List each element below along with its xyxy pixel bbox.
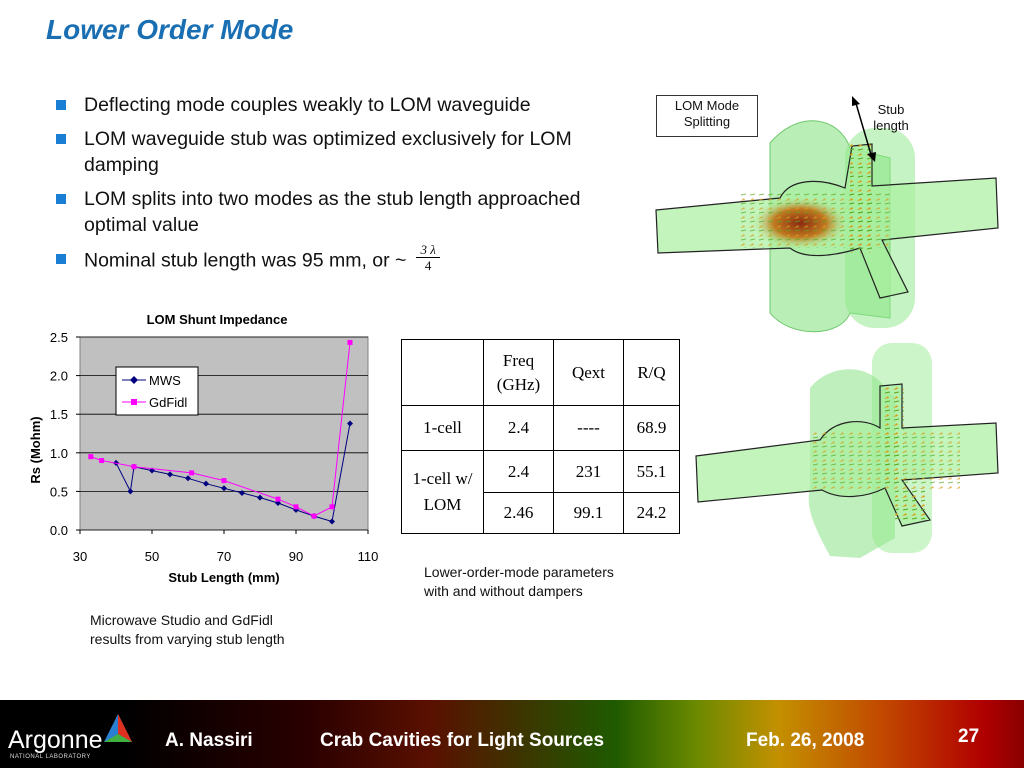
data-point-mws <box>329 518 335 525</box>
table-row: 1-cell 2.4 ---- 68.9 <box>401 405 680 451</box>
slide-title: Lower Order Mode <box>46 14 294 45</box>
cavity-model-images <box>655 96 999 558</box>
bullet-item: LOM splits into two modes as the stub le… <box>56 186 596 238</box>
bullet-item: Deflecting mode couples weakly to LOM wa… <box>56 92 596 118</box>
diamond-marker-icon <box>130 376 138 384</box>
stub-length-callout: Stub length <box>873 102 909 133</box>
footer-bar: Argonne NATIONAL LABORATORY A. Nassiri C… <box>0 700 1024 768</box>
table-header-cell: R/Q <box>623 339 680 406</box>
y-axis-label: Rs (Mohm) <box>28 416 43 483</box>
chart-legend <box>115 366 199 416</box>
bullet-item: LOM waveguide stub was optimized exclusi… <box>56 126 596 178</box>
table-header-cell: Qext <box>553 339 624 406</box>
data-point-mws <box>257 494 263 501</box>
table-header-cell <box>401 339 484 406</box>
data-point-gdfidl <box>293 504 299 510</box>
cavity-model-top <box>655 96 999 333</box>
x-tick-label: 90 <box>289 549 303 564</box>
data-point-mws <box>185 475 191 482</box>
data-point-mws <box>167 471 173 478</box>
y-tick-label: 2.0 <box>50 369 68 384</box>
bullet-square-icon <box>56 254 66 264</box>
y-tick-label: 1.5 <box>50 407 68 422</box>
y-tick-label: 0.0 <box>50 523 68 538</box>
legend-entry-mws: MWS <box>122 373 181 388</box>
table-cell: 2.46 <box>483 492 554 534</box>
x-axis-label: Stub Length (mm) <box>168 570 279 585</box>
bullet-square-icon <box>56 134 66 144</box>
data-point-gdfidl <box>189 470 195 476</box>
x-tick-label: 70 <box>217 549 231 564</box>
chart-caption: Microwave Studio and GdFidl results from… <box>90 612 285 647</box>
table-cell: 55.1 <box>623 450 680 493</box>
cavity-model-bottom <box>695 343 999 558</box>
table-row: 2.46 99.1 24.2 <box>402 492 680 534</box>
footer-author: A. Nassiri <box>165 730 253 751</box>
x-axis-ticks: 30 50 70 90 110 <box>73 530 379 564</box>
bullet-square-icon <box>56 100 66 110</box>
x-tick-label: 50 <box>145 549 159 564</box>
table-cell: 24.2 <box>623 492 680 534</box>
page-number: 27 <box>958 726 980 747</box>
data-point-mws <box>239 489 245 496</box>
data-series <box>88 339 353 525</box>
data-point-mws <box>347 420 353 427</box>
fraction-denominator: 4 <box>424 258 432 273</box>
plot-area <box>79 336 369 531</box>
legend-entry-gdfidl: GdFidl <box>122 395 187 410</box>
table-row: 1-cell w/ LOM 2.4 231 55.1 <box>401 450 680 534</box>
data-point-gdfidl <box>275 496 281 502</box>
data-point-gdfidl <box>131 464 137 470</box>
argonne-logo: Argonne NATIONAL LABORATORY <box>8 714 138 764</box>
data-point-mws <box>293 506 299 513</box>
table-cell: ---- <box>553 405 624 451</box>
y-tick-label: 1.0 <box>50 446 68 461</box>
data-point-gdfidl <box>99 458 105 464</box>
lom-mode-splitting-callout: LOM Mode Splitting <box>656 95 758 137</box>
table-caption: Lower-order-mode parameters with and wit… <box>424 564 614 599</box>
legend-label-gdfidl: GdFidl <box>149 395 187 410</box>
legend-label-mws: MWS <box>149 373 181 388</box>
fraction-numerator: 3 λ <box>416 242 440 258</box>
table-row-label: 1-cell w/ LOM <box>401 450 484 534</box>
data-point-gdfidl <box>221 478 227 484</box>
table-cell: 231 <box>553 450 624 493</box>
data-point-mws <box>221 485 227 492</box>
table-cell: 2.4 <box>483 405 554 451</box>
y-axis-ticks: 0.0 0.5 1.0 1.5 2.0 2.5 <box>50 330 80 538</box>
argonne-triangle-logo-icon <box>104 714 132 742</box>
data-point-gdfidl <box>347 339 353 345</box>
data-point-gdfidl <box>311 513 317 519</box>
shunt-impedance-chart: LOM Shunt Impedance 0.0 0.5 1.0 1.5 2.0 2.5 3… <box>28 312 379 585</box>
data-point-gdfidl <box>329 504 335 510</box>
bullet-list: Deflecting mode couples weakly to LOM wa… <box>56 92 596 285</box>
table-row-label: 1-cell <box>401 405 484 451</box>
data-point-mws <box>203 480 209 487</box>
table-cell: 2.4 <box>483 450 554 493</box>
table-header-cell: Freq (GHz) <box>483 339 554 406</box>
footer-date: Feb. 26, 2008 <box>746 730 865 751</box>
data-point-gdfidl <box>88 454 94 460</box>
table-cell: 99.1 <box>553 492 624 534</box>
data-point-mws <box>275 499 281 506</box>
y-tick-label: 0.5 <box>50 484 68 499</box>
bullet-square-icon <box>56 194 66 204</box>
lom-parameter-table: Freq (GHz) Qext R/Q 1-cell 2.4 ---- 68.9… <box>401 339 680 534</box>
chart-title: LOM Shunt Impedance <box>147 312 288 327</box>
data-point-mws <box>127 488 134 495</box>
square-marker-icon <box>131 399 137 405</box>
x-tick-label: 110 <box>358 549 379 564</box>
x-tick-label: 30 <box>73 549 87 564</box>
footer-talk-title: Crab Cavities for Light Sources <box>320 730 605 751</box>
y-tick-label: 2.5 <box>50 330 68 345</box>
series-line-gdfidl <box>90 342 351 517</box>
